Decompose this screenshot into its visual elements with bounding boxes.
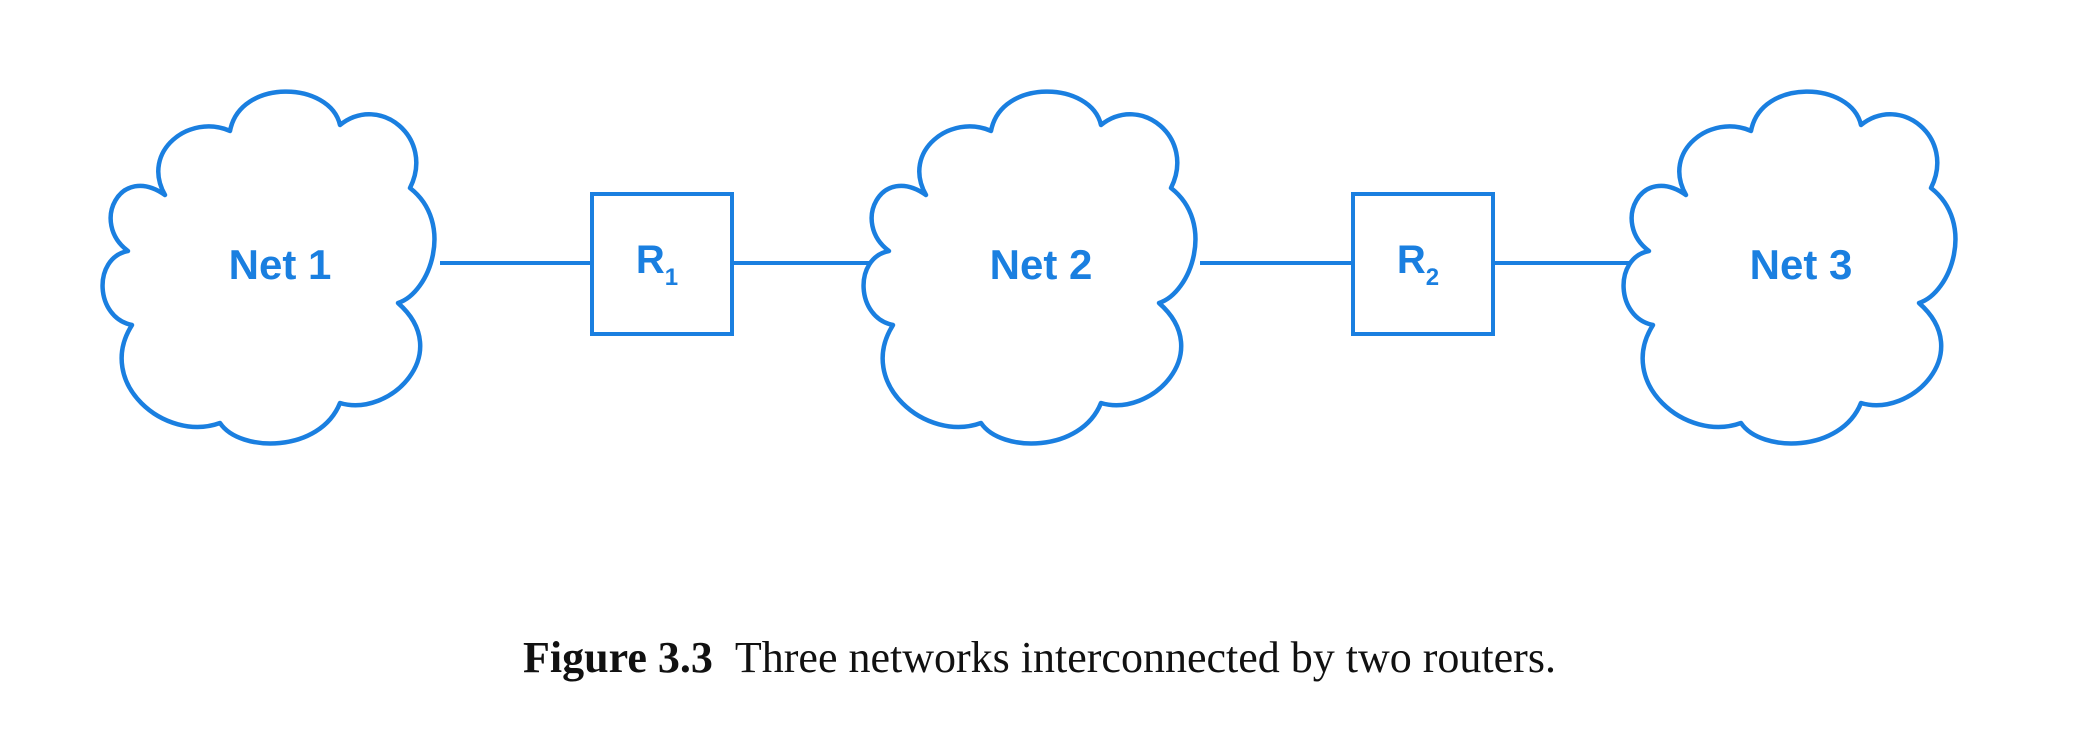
figure-number: Figure 3.3	[523, 633, 713, 682]
router-r1: R1	[590, 192, 734, 336]
network-cloud-net2: Net 2	[864, 92, 1196, 444]
figure-caption: Figure 3.3 Three networks interconnected …	[0, 632, 2079, 683]
caption-text: Three networks interconnected by two rou…	[734, 633, 1556, 682]
network-cloud-net1: Net 1	[103, 92, 435, 444]
network-label: Net 2	[990, 241, 1093, 288]
router-box-icon	[1351, 192, 1495, 336]
router-letter: R	[1397, 238, 1426, 282]
router-subscript: 2	[1426, 264, 1439, 291]
network-label: Net 1	[229, 241, 332, 288]
router-label: R1	[636, 238, 678, 291]
router-r2: R2	[1351, 192, 1495, 336]
network-label: Net 3	[1750, 241, 1853, 288]
router-box-icon	[590, 192, 734, 336]
router-letter: R	[636, 238, 665, 282]
network-cloud-net3: Net 3	[1624, 92, 1956, 444]
router-subscript: 1	[665, 264, 678, 291]
router-label: R2	[1397, 238, 1439, 291]
